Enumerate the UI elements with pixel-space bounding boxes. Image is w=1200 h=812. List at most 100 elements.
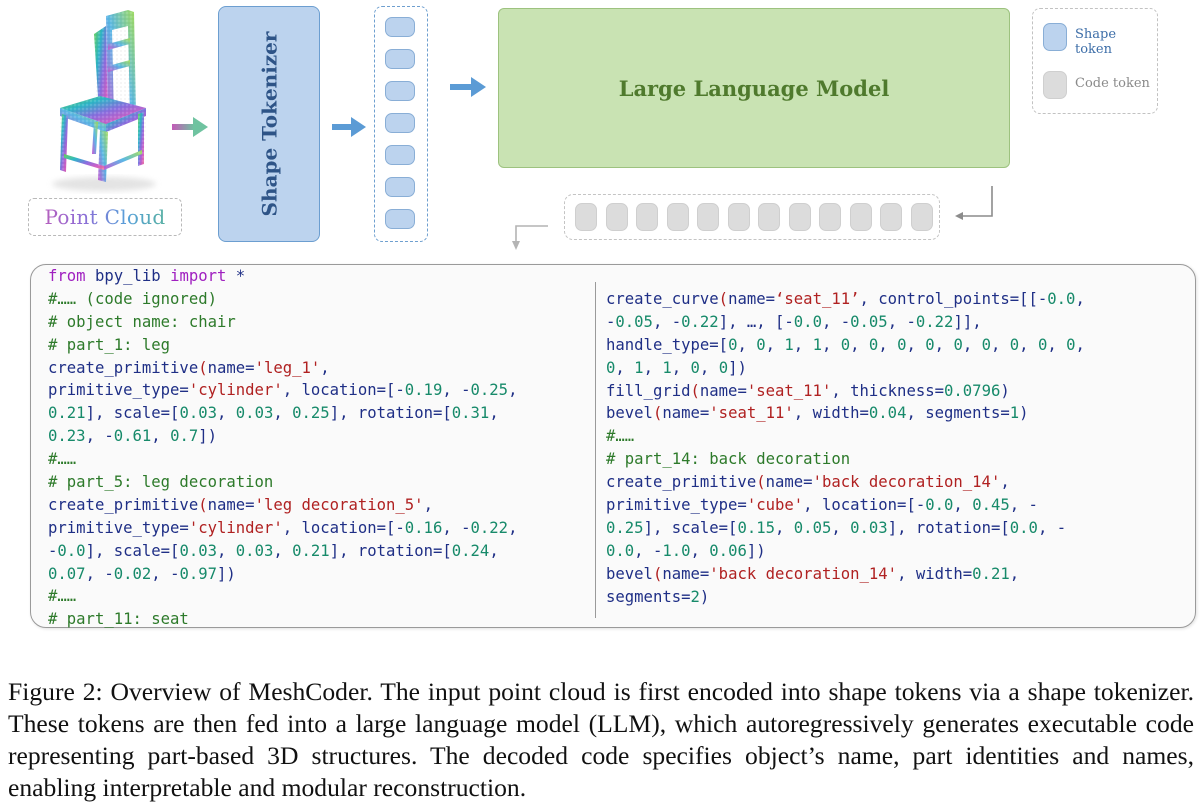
code-token-text: 0.22 [470,518,509,537]
code-line: primitive_type='cylinder', location=[-0.… [48,517,517,540]
code-panel [30,264,1196,628]
code-token-text: 1 [634,358,644,377]
code-token-text: 0.03 [235,541,274,560]
code-token-text: 0.0796 [944,381,1001,400]
code-token-text: primitive_type= [606,496,747,515]
code-token-text: , [953,496,973,515]
code-token-text: name= [728,290,776,308]
code-token [880,203,902,231]
code-token-text: , - [442,381,471,400]
code-token-text: 0 [981,335,991,354]
code-token-text: , [643,358,663,377]
code-token-text: handle_type=[ [606,335,729,354]
code-token-text: 0.0 [1047,290,1076,308]
code-token-text: import [170,267,227,285]
code-line: 0.0, -1.0, 0.06]) [606,540,1085,563]
code-column-right: create_curve(name=‘seat_11’, control_poi… [606,288,1085,608]
code-line: segments=2) [606,586,1085,609]
code-token-text: , - [85,564,114,583]
code-line: primitive_type='cube', location=[-0.0, 0… [606,494,1085,517]
code-token-text: , [423,495,433,514]
code-token-text: 1 [1009,404,1020,423]
code-token-text: 0 [1009,335,1020,354]
point-cloud-label: Point Cloud [28,198,182,236]
legend-code-token-label: Code token [1075,76,1150,91]
shape-token [385,177,415,197]
legend: Shape token Code token [1032,8,1158,114]
code-token-text: , [934,335,954,354]
code-token-text: 0.25 [470,381,509,400]
code-token-text: 'cylinder' [188,381,283,400]
code-token-text: , [1075,290,1085,308]
code-token-text: , location=[- [282,381,405,400]
code-token-text: ( [756,473,766,492]
code-token-text: 0.03 [850,518,888,537]
code-token-text: create_primitive [48,358,199,377]
code-token-text: , [1019,335,1038,354]
code-line: # part_1: leg [48,334,517,357]
code-token-text: # part_1: leg [48,335,171,354]
code-line: from bpy_lib import * [48,265,517,288]
code-token-text: 0.16 [404,518,443,537]
code-token-text: , [217,404,236,423]
code-line: -0.0], scale=[0.03, 0.03, 0.21], rotatio… [48,540,517,563]
code-token-text: , location=[- [803,496,926,515]
code-token-text: , [320,358,330,377]
code-token-text: , - [442,518,471,537]
code-token-text: , [831,518,851,537]
code-token-text: 0 [756,335,766,354]
code-line: 0.07, -0.02, -0.97]) [48,563,517,586]
code-token-text: 0.07 [48,564,86,583]
code-token-text: ], scale=[ [85,404,180,423]
code-token-text: 1 [812,335,822,354]
code-token-text: , [737,335,757,354]
code-token-text: name= [207,495,255,514]
code-token-text: 0 [606,358,616,377]
shape-token [385,145,415,165]
code-token-text: , - [85,427,114,446]
code-token-text: 0.05 [850,312,888,331]
code-token-text: 'back decoration_14' [709,564,898,583]
code-token-text: name= [662,404,710,423]
llm-box: Large Language Model [498,8,1010,168]
code-token-text: 0.97 [179,564,218,583]
arrow-pointcloud-to-tokenizer [172,117,208,137]
code-line: create_curve(name=‘seat_11’, control_poi… [606,288,1085,311]
code-token-text: 'back decoration_14' [812,473,1001,492]
arrows-layer [172,77,993,250]
code-token-text: , - [652,312,682,331]
llm-label: Large Language Model [618,75,890,101]
code-token-text: ]], [953,312,982,331]
code-token-text: create_curve [606,290,719,308]
code-line: # object name: chair [48,311,517,334]
code-token-text: create_primitive [606,473,757,492]
shape-tokenizer-box [218,6,320,242]
code-token-text: 1 [784,335,794,354]
code-token-text: bpy_lib [94,267,171,285]
code-token-text: , - [887,312,916,331]
code-token-text: , [217,541,236,560]
code-token-text: ( [652,404,663,423]
code-token-text: , [793,335,813,354]
code-token-text: , [821,335,841,354]
code-token-text: 0 [1037,335,1048,354]
code-line: #…… [48,585,517,608]
code-token-text: 'cube' [746,496,804,515]
code-token-text: - [48,541,58,560]
code-token-text: 0.22 [915,312,954,331]
code-token-text: 0.05 [793,518,832,537]
code-token-text: 0 [728,335,738,354]
code-line: -0.05, -0.22], …, [-0.0, -0.05, -0.22]], [606,311,1085,334]
code-line: create_primitive(name='leg_1', [48,357,517,380]
code-token-text: 0.19 [404,381,443,400]
code-token-text: name= [699,381,747,400]
code-token-text: ]) [198,427,218,446]
code-token-text: name= [207,358,255,377]
code-token-text: 'seat_11' [746,381,832,400]
code-token-text: , [1009,564,1020,583]
code-token-text: ( [198,358,208,377]
code-token-text: 0.25 [606,518,644,537]
code-token-text: 'seat_11' [709,404,794,423]
code-token-text: 0.45 [972,496,1010,515]
code-token [849,203,872,231]
